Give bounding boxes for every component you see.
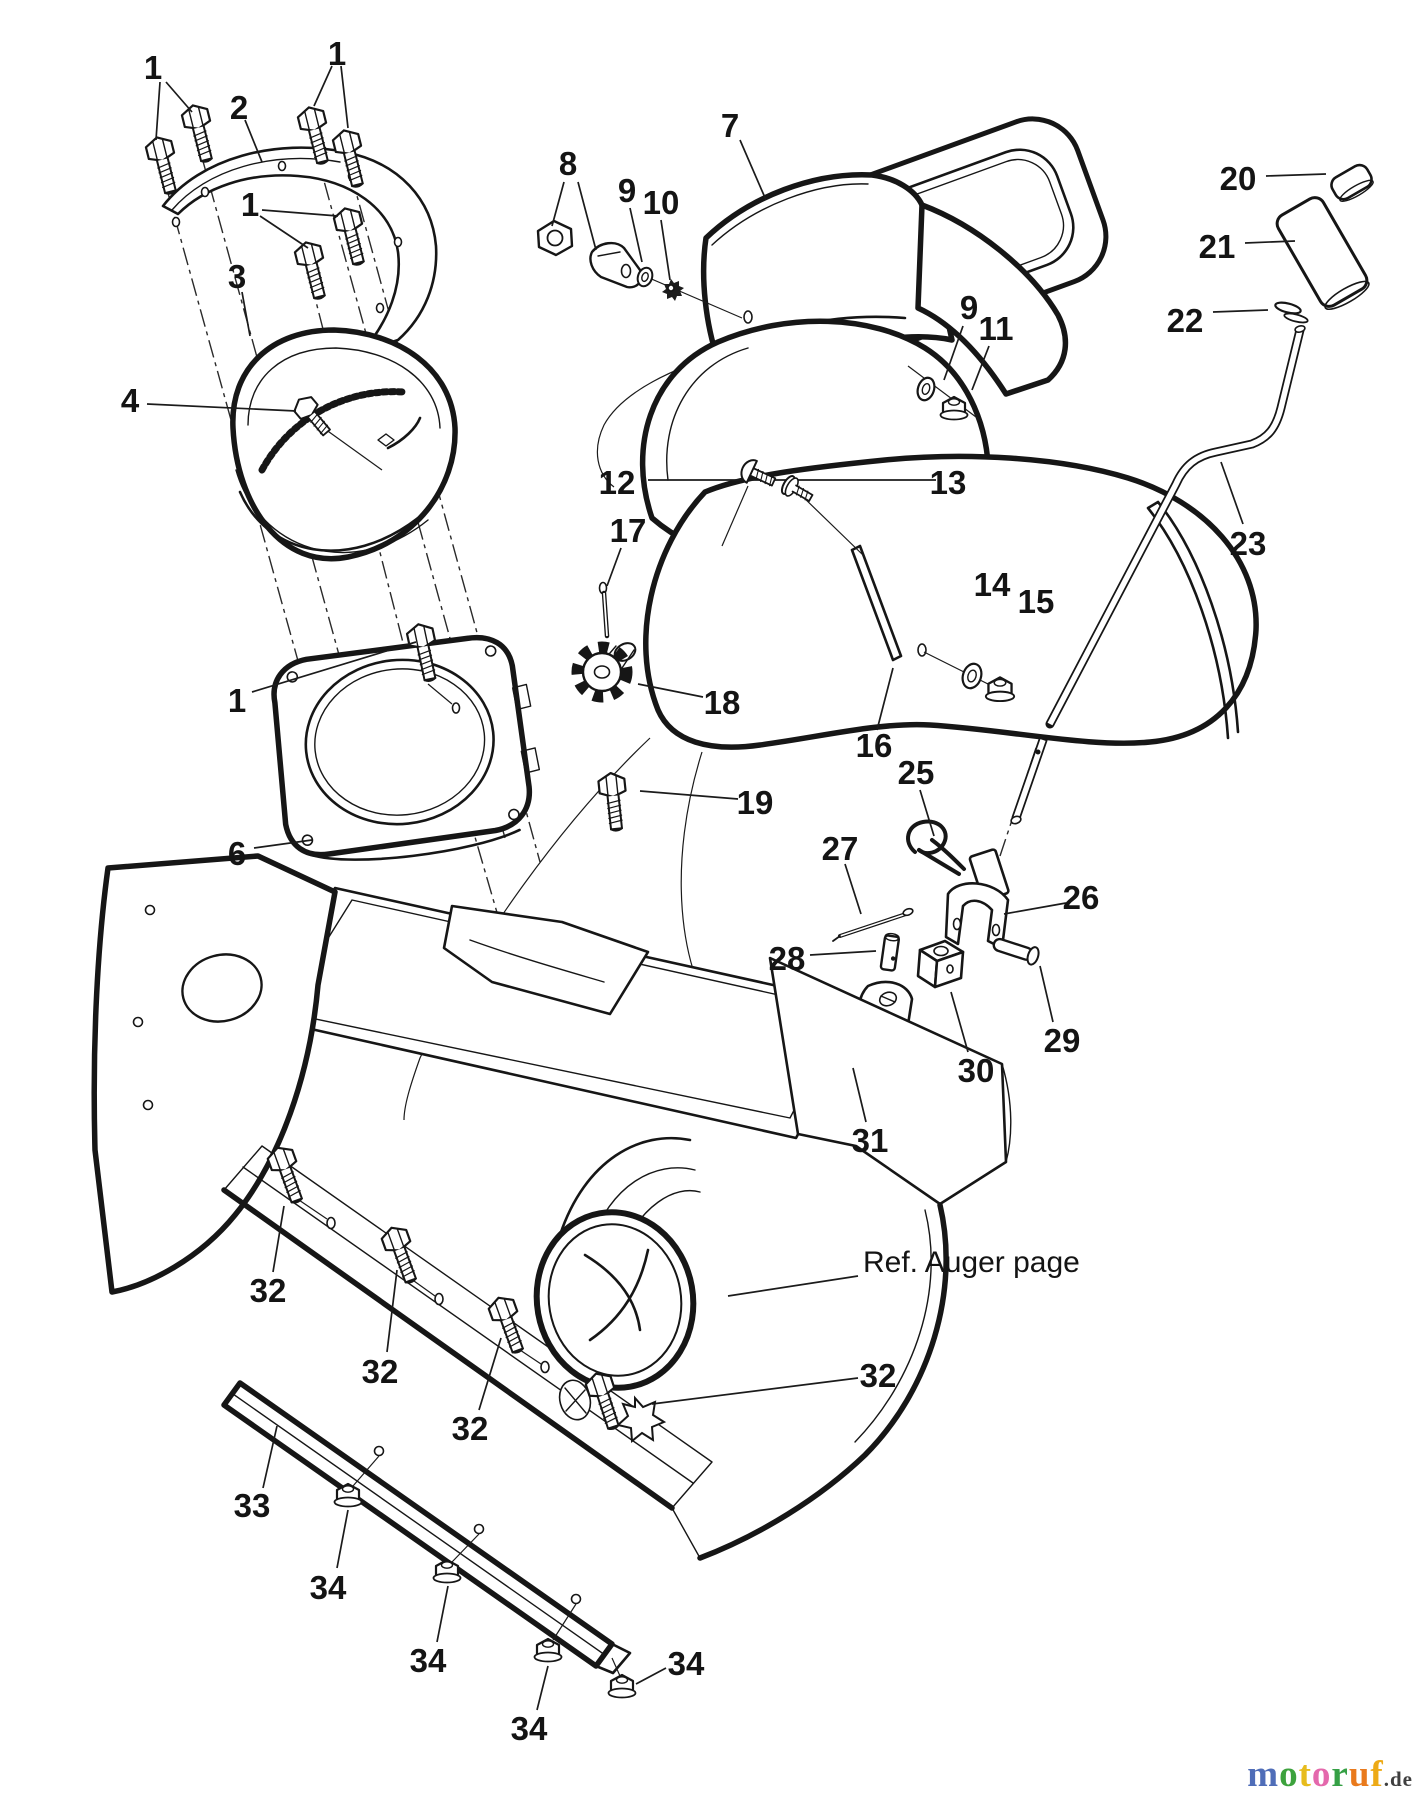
watermark-letter: m — [1247, 1754, 1280, 1795]
callout-7: 7 — [721, 107, 739, 144]
callout-16: 16 — [856, 727, 893, 764]
callout-22: 22 — [1167, 302, 1204, 339]
callout-9: 9 — [960, 289, 978, 326]
part-carriage-bolt-12 — [721, 459, 777, 547]
part-washer-9b — [907, 365, 981, 421]
part-screw-4 — [293, 396, 383, 471]
callout-6: 6 — [228, 835, 246, 872]
callout-32: 32 — [452, 1410, 489, 1447]
watermark-suffix: .de — [1383, 1767, 1413, 1791]
callout-34: 34 — [310, 1569, 347, 1606]
callout-20: 20 — [1220, 160, 1257, 197]
callout-32: 32 — [250, 1272, 287, 1309]
callout-27: 27 — [822, 830, 859, 867]
part-bolt-19 — [596, 770, 631, 833]
callout-3: 3 — [228, 258, 246, 295]
callout-15: 15 — [1018, 583, 1055, 620]
hex-bolt — [485, 1292, 532, 1358]
ref-auger-note: Ref. Auger page — [863, 1246, 1080, 1279]
callout-9: 9 — [618, 172, 636, 209]
callout-10: 10 — [643, 184, 680, 221]
hex-bolt — [331, 204, 373, 269]
part-cotter-pin-27 — [832, 907, 914, 942]
leader-lines — [146, 65, 1327, 1711]
callout-23: 23 — [1230, 525, 1267, 562]
part-lockwasher-10 — [662, 279, 684, 301]
callout-13: 13 — [930, 464, 967, 501]
part-retainer-ring — [161, 146, 438, 354]
part-screw-13 — [780, 475, 865, 557]
part-chute-base — [230, 327, 458, 562]
part-cap-20 — [1330, 163, 1374, 202]
hex-bolt — [292, 238, 334, 303]
callout-17: 17 — [610, 512, 647, 549]
callout-18: 18 — [704, 684, 741, 721]
watermark-letter: o — [1279, 1754, 1299, 1795]
callout-33: 33 — [234, 1487, 271, 1524]
callouts: 1 1 2 1 3 4 1 6 7 8 9 10 9 11 12 13 14 1… — [121, 35, 1267, 1747]
part-crank-rod — [1010, 325, 1306, 825]
callout-8: 8 — [559, 145, 577, 182]
hex-bolt — [179, 101, 221, 166]
hex-bolt — [143, 133, 185, 198]
part-pin-28 — [879, 932, 900, 972]
watermark-letter: t — [1298, 1754, 1312, 1795]
callout-34: 34 — [668, 1645, 705, 1682]
callout-21: 21 — [1199, 228, 1236, 265]
callout-19: 19 — [737, 784, 774, 821]
callout-1: 1 — [241, 186, 259, 223]
callout-11: 11 — [979, 310, 1014, 347]
part-grip-21 — [1275, 196, 1370, 310]
flange-nut — [607, 1673, 637, 1699]
part-hairpin-clip-25 — [906, 819, 966, 876]
callout-34: 34 — [511, 1710, 548, 1747]
callout-2: 2 — [230, 89, 248, 126]
impeller-opening — [533, 1209, 697, 1443]
part-clevis-26 — [944, 848, 1010, 950]
part-washer-22 — [1274, 301, 1309, 324]
part-mounting-bolts — [143, 101, 461, 714]
part-mounting-ring — [271, 634, 541, 861]
part-gear-18 — [571, 641, 637, 703]
callout-14: 14 — [974, 566, 1011, 603]
callout-4: 4 — [121, 382, 140, 419]
part-clevis-pin-29 — [992, 937, 1040, 966]
part-nut-8 — [536, 219, 574, 257]
part-cotter-pin-17 — [598, 581, 610, 639]
callout-32: 32 — [860, 1357, 897, 1394]
callout-31: 31 — [852, 1122, 889, 1159]
callout-34: 34 — [410, 1642, 447, 1679]
watermark-letter: o — [1311, 1754, 1332, 1795]
callout-32: 32 — [362, 1353, 399, 1390]
callout-1: 1 — [228, 682, 246, 719]
part-scraper-bar — [221, 1380, 632, 1677]
callout-25: 25 — [898, 754, 935, 791]
part-washer-9a — [636, 266, 654, 288]
callout-28: 28 — [769, 940, 806, 977]
callout-29: 29 — [1044, 1022, 1081, 1059]
part-housing — [91, 853, 1012, 1561]
callout-30: 30 — [958, 1052, 995, 1089]
watermark-letter: u — [1348, 1754, 1371, 1795]
watermark-letter: f — [1370, 1754, 1384, 1795]
callout-12: 12 — [599, 464, 636, 501]
callout-1: 1 — [328, 35, 346, 72]
part-chute-lower — [643, 453, 1259, 750]
callout-1: 1 — [144, 49, 162, 86]
callout-26: 26 — [1063, 879, 1100, 916]
watermark-letter: r — [1331, 1754, 1349, 1795]
part-swivel-block-30 — [916, 939, 965, 989]
flange-nut — [533, 1637, 563, 1663]
